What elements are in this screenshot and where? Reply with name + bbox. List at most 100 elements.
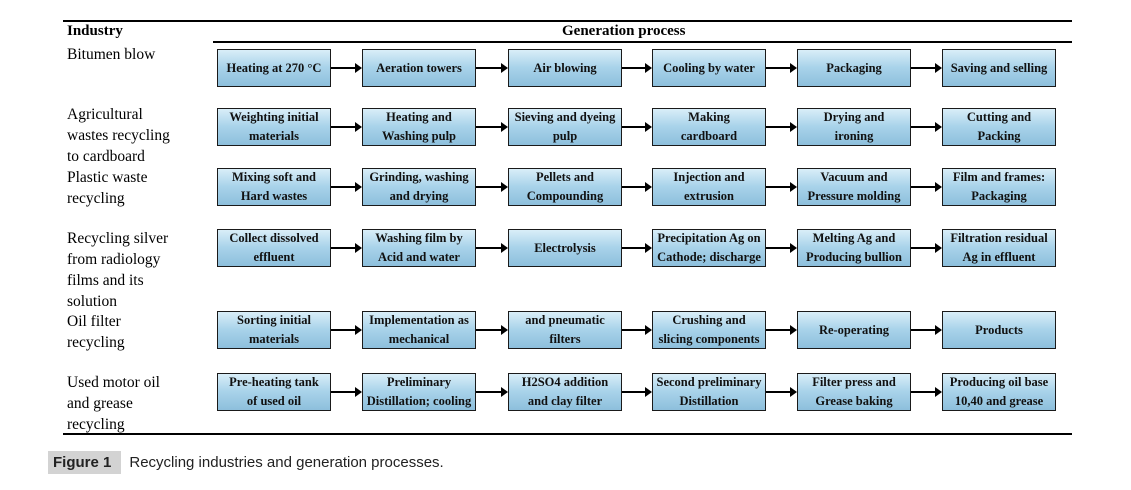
process-step-text: Packaging xyxy=(826,60,882,75)
arrow-shaft xyxy=(766,247,791,249)
process-step-text: Sieving and dyeing xyxy=(514,110,616,124)
flow-arrow xyxy=(766,243,797,253)
arrow-shaft xyxy=(476,126,502,128)
process-step-text: of used oil xyxy=(246,394,302,408)
process-step-box: Film and frames:Packaging xyxy=(942,168,1056,206)
flow-arrow xyxy=(476,182,508,192)
process-step-text: Producing oil base xyxy=(949,375,1049,389)
process-step-text: Weighting initial xyxy=(229,110,319,124)
arrow-head-icon xyxy=(501,182,508,192)
process-step-text: H2SO4 addition xyxy=(521,375,609,389)
industry-label-line: wastes recycling xyxy=(67,127,170,144)
industry-label-line: Oil filter xyxy=(67,313,121,330)
arrow-shaft xyxy=(476,247,502,249)
flow-arrow xyxy=(476,243,508,253)
arrow-head-icon xyxy=(355,325,362,335)
arrow-head-icon xyxy=(355,182,362,192)
arrow-head-icon xyxy=(935,182,942,192)
arrow-head-icon xyxy=(790,122,797,132)
industry-column-header: Industry xyxy=(67,23,123,39)
arrow-shaft xyxy=(622,247,646,249)
arrow-shaft xyxy=(622,329,646,331)
process-step-text: Cutting and xyxy=(966,110,1032,124)
process-step-text: Collect dissolved xyxy=(229,231,319,245)
flow-arrow xyxy=(331,182,362,192)
process-step-text: Heating at 270 °C xyxy=(226,60,322,75)
flow-arrow xyxy=(911,63,942,73)
flow-arrow xyxy=(766,387,797,397)
arrow-shaft xyxy=(766,391,791,393)
arrow-head-icon xyxy=(935,122,942,132)
arrow-shaft xyxy=(911,247,936,249)
arrow-shaft xyxy=(766,329,791,331)
process-step-text: Distillation; cooling xyxy=(366,394,472,408)
process-step-box: Products xyxy=(942,311,1056,349)
process-step-text: Film and frames: xyxy=(952,170,1046,184)
process-step-text: Producing bullion xyxy=(806,250,902,264)
flow-arrow xyxy=(911,325,942,335)
process-step-text: Pre-heating tank xyxy=(229,375,319,389)
process-step-text: Crushing and xyxy=(672,313,746,327)
arrow-shaft xyxy=(766,126,791,128)
arrow-head-icon xyxy=(790,243,797,253)
flow-arrow xyxy=(331,325,362,335)
arrow-head-icon xyxy=(355,387,362,397)
arrow-head-icon xyxy=(501,243,508,253)
process-step-box: Cooling by water xyxy=(652,49,766,87)
arrow-head-icon xyxy=(501,63,508,73)
flow-arrow xyxy=(331,243,362,253)
process-step-text: effluent xyxy=(253,250,295,264)
process-step-text: and pneumatic xyxy=(525,313,605,327)
arrow-shaft xyxy=(911,391,936,393)
flow-arrow xyxy=(911,243,942,253)
header-underline xyxy=(213,41,1072,43)
process-step-text: cardboard xyxy=(680,129,738,143)
process-step-text: Compounding xyxy=(526,189,604,203)
process-step-text: Vacuum and xyxy=(820,170,888,184)
arrow-head-icon xyxy=(355,243,362,253)
process-step-text: Hard wastes xyxy=(240,189,308,203)
flow-arrow xyxy=(911,122,942,132)
process-step-text: Re-operating xyxy=(818,322,890,337)
arrow-shaft xyxy=(911,329,936,331)
process-step-box: Aeration towers xyxy=(362,49,476,87)
process-step-text: Washing pulp xyxy=(381,129,456,143)
process-step-text: Acid and water xyxy=(378,250,460,264)
industry-label-line: recycling xyxy=(67,334,125,351)
flow-arrow xyxy=(766,122,797,132)
process-step-text: mechanical xyxy=(388,332,450,346)
arrow-shaft xyxy=(766,67,791,69)
figure-caption: Figure 1 Recycling industries and genera… xyxy=(48,449,444,475)
industry-label-line: recycling xyxy=(67,416,125,433)
arrow-shaft xyxy=(911,126,936,128)
process-step-text: ironing xyxy=(834,129,874,143)
arrow-head-icon xyxy=(935,63,942,73)
process-step-text: Distillation xyxy=(679,394,739,408)
flow-arrow xyxy=(622,63,652,73)
table-bottom-rule xyxy=(63,433,1072,435)
flow-arrow xyxy=(622,182,652,192)
process-step-text: Cathode; discharge xyxy=(657,250,761,264)
process-step-text: Filter press and xyxy=(812,375,896,389)
process-step-text: Grease baking xyxy=(815,394,893,408)
process-step-box: Saving and selling xyxy=(942,49,1056,87)
arrow-head-icon xyxy=(790,63,797,73)
arrow-shaft xyxy=(476,67,502,69)
flow-arrow xyxy=(766,325,797,335)
arrow-head-icon xyxy=(355,63,362,73)
process-step-text: Filtration residual xyxy=(950,231,1048,245)
